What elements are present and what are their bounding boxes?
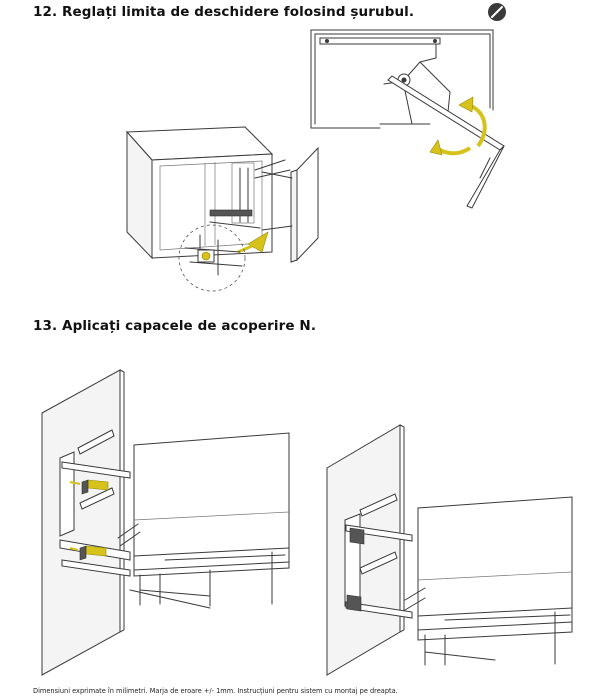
cover-caps-drawing-right xyxy=(326,424,573,676)
screwdriver-icon xyxy=(488,3,506,21)
cover-caps-drawing-left xyxy=(41,369,290,676)
cabinet-perspective-drawing xyxy=(125,126,319,292)
step-13-title: 13. Aplicați capacele de acoperire N. xyxy=(33,318,317,334)
footer-note: Dimensiuni exprimate în milimetri. Marja… xyxy=(33,687,398,695)
lift-mechanism-side-view xyxy=(310,29,505,209)
step-12-title: 12. Reglați limita de deschidere folosin… xyxy=(33,4,415,20)
